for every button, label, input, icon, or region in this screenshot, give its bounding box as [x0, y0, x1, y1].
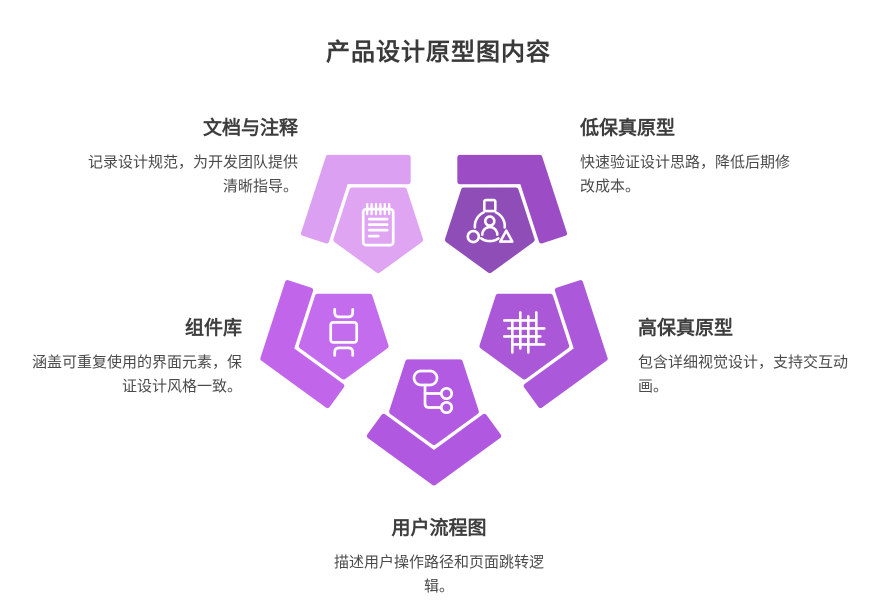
item-desc-docs: 记录设计规范，为开发团队提供清晰指导。: [87, 153, 298, 195]
item-block-lowfi: 低保真原型 快速验证设计思路，降低后期修改成本。: [580, 118, 798, 199]
ring-segment-hifi: [523, 280, 608, 409]
item-desc-hifi: 包含详细视觉设计，支持交互动画。: [638, 353, 849, 395]
ring-segment-lowfi: [457, 154, 568, 244]
item-title-userflow: 用户流程图: [391, 518, 487, 539]
notepad-icon: [361, 202, 395, 247]
page-title: 产品设计原型图内容: [326, 39, 551, 66]
pentagon-userflow: [389, 359, 479, 445]
ring-segment-docs: [300, 154, 411, 244]
wireframe-person-icon: [466, 198, 514, 244]
pentagon-lowfi: [444, 187, 535, 274]
component-icon: [329, 308, 359, 357]
item-title-components: 组件库: [184, 318, 242, 339]
item-desc-lowfi: 快速验证设计思路，降低后期修改成本。: [580, 153, 791, 195]
ring-segment-components: [260, 280, 345, 409]
pentagon-components: [298, 293, 389, 380]
item-title-docs: 文档与注释: [202, 118, 298, 139]
grid-icon: [503, 311, 546, 354]
item-desc-userflow: 描述用户操作路径和页面跳转逻辑。: [333, 553, 544, 595]
item-block-userflow: 用户流程图 描述用户操作路径和页面跳转逻辑。: [329, 518, 549, 599]
item-block-docs: 文档与注释 记录设计规范，为开发团队提供清晰指导。: [80, 118, 298, 199]
item-title-lowfi: 低保真原型: [580, 118, 676, 139]
item-desc-components: 涵盖可重复使用的界面元素，保证设计风格一致。: [31, 353, 242, 395]
flowchart-icon: [412, 369, 454, 415]
item-block-components: 组件库 涵盖可重复使用的界面元素，保证设计风格一致。: [24, 318, 242, 399]
ring-segment-userflow: [366, 413, 502, 486]
item-block-hifi: 高保真原型 包含详细视觉设计，支持交互动画。: [638, 318, 856, 399]
item-title-hifi: 高保真原型: [638, 318, 734, 339]
